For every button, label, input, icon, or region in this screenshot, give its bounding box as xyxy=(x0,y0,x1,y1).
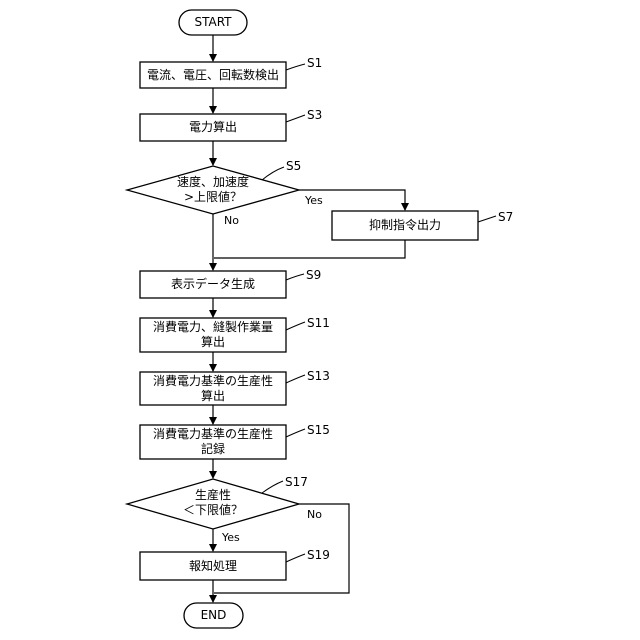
s17-text-line1: 生産性 xyxy=(163,488,263,503)
s3-text: 電力算出 xyxy=(140,120,286,135)
s17-text-line2: ＜下限値？ xyxy=(163,503,263,518)
s13-step: S13 xyxy=(307,369,330,383)
s11-step: S11 xyxy=(307,316,330,330)
start-label: START xyxy=(179,15,247,30)
s1-step: S1 xyxy=(307,56,322,70)
s13-text-line2: 算出 xyxy=(140,389,286,404)
s19-step: S19 xyxy=(307,548,330,562)
s9-step: S9 xyxy=(306,268,321,282)
s5-text-line2: >上限値？ xyxy=(163,190,263,205)
s15-step: S15 xyxy=(307,423,330,437)
s5-no-label: No xyxy=(224,214,239,227)
s15-text-line2: 記録 xyxy=(140,442,286,457)
s5-yes-label: Yes xyxy=(305,194,323,207)
s1-text: 電流、電圧、回転数検出 xyxy=(140,68,286,83)
s17-yes-label: Yes xyxy=(222,531,240,544)
s17-step: S17 xyxy=(285,475,308,489)
s3-step: S3 xyxy=(307,108,322,122)
s19-text: 報知処理 xyxy=(140,559,286,574)
s7-text: 抑制指令出力 xyxy=(332,218,478,233)
end-label: END xyxy=(184,608,243,623)
s5-text-line1: 速度、加速度 xyxy=(163,175,263,190)
s15-text-line1: 消費電力基準の生産性 xyxy=(140,427,286,442)
s11-text-line2: 算出 xyxy=(140,335,286,350)
s5-step: S5 xyxy=(286,159,301,173)
s13-text-line1: 消費電力基準の生産性 xyxy=(140,374,286,389)
s9-text: 表示データ生成 xyxy=(140,277,286,292)
s11-text-line1: 消費電力、縫製作業量 xyxy=(140,320,286,335)
s7-step: S7 xyxy=(498,210,513,224)
s17-no-label: No xyxy=(307,508,322,521)
